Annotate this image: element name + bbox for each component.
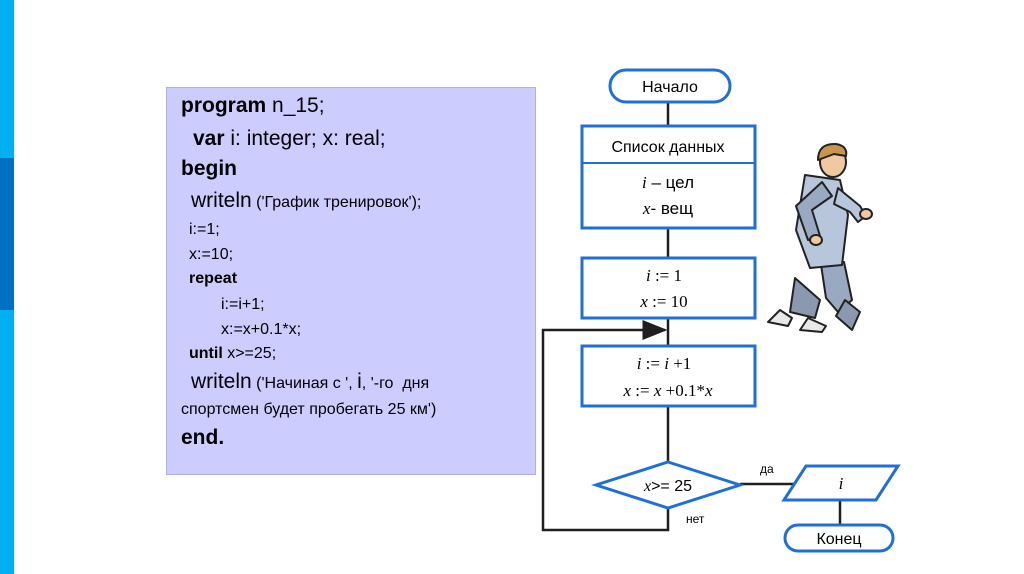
code-writeln-2-line2: спортсмен будет пробегать 25 км') <box>181 401 437 418</box>
data-i-line: i – цел <box>642 173 694 192</box>
code-line-until: until x>=25; <box>189 345 276 363</box>
condition-label: x>= 25 <box>643 478 692 495</box>
init-x-line: x := 10 <box>639 292 687 311</box>
loop-body-block <box>580 344 757 408</box>
keyword-begin: begin <box>181 157 237 180</box>
keyword-program: program <box>181 94 267 117</box>
until-condition: x>=25; <box>222 345 277 362</box>
code-panel: program n_15; var i: integer; x: real; b… <box>166 87 536 475</box>
end-terminator <box>783 523 895 553</box>
writeln-2-arg-a: ('Начиная с ', <box>251 375 358 392</box>
loop-i-line: i := i +1 <box>637 354 692 373</box>
code-line-var: var i: integer; x: real; <box>193 127 386 151</box>
side-stripe-middle <box>0 158 14 310</box>
code-assign-x: x:=10; <box>189 246 234 263</box>
writeln-2-arg-i: i <box>357 370 362 393</box>
keyword-repeat: repeat <box>189 270 238 287</box>
end-label: Конец <box>816 531 861 548</box>
runner-illustration <box>767 142 873 333</box>
writeln-1-arg: ('График тренировок'); <box>251 194 422 211</box>
start-label: Начало <box>642 79 698 96</box>
output-label: i <box>839 474 844 493</box>
data-list-title: Список данных <box>611 139 724 156</box>
condition-diamond <box>591 460 745 510</box>
code-loop-i: i:=i+1; <box>221 296 265 313</box>
init-block <box>580 256 757 320</box>
start-terminator <box>608 68 732 104</box>
program-name: n_15; <box>266 94 325 117</box>
var-declaration: i: integer; x: real; <box>224 127 386 150</box>
code-loop-x: x:=x+0.1*x; <box>221 321 302 338</box>
yes-label: да <box>760 462 774 476</box>
side-stripe-bottom <box>0 310 14 574</box>
keyword-writeln-2: writeln <box>191 370 252 393</box>
no-label: нет <box>686 512 705 526</box>
code-line-writeln2: writeln ('Начиная с ', i, '-го дня <box>191 370 429 394</box>
side-stripe-top <box>0 0 14 158</box>
writeln-2-arg-b: , '-го дня <box>361 375 430 392</box>
keyword-writeln-1: writeln <box>191 189 252 212</box>
code-line-program: program n_15; <box>181 94 325 118</box>
keyword-end: end. <box>181 426 225 449</box>
init-i-line: i := 1 <box>646 266 682 285</box>
data-x-line: x- вещ <box>642 199 693 218</box>
data-list-block <box>580 124 757 230</box>
code-assign-i: i:=1; <box>189 221 220 238</box>
loop-x-line: x := x +0.1*x <box>622 381 713 400</box>
output-parallelogram <box>781 464 901 502</box>
keyword-until: until <box>189 345 223 362</box>
code-line-writeln1: writeln ('График тренировок'); <box>191 189 421 213</box>
keyword-var: var <box>193 127 225 150</box>
